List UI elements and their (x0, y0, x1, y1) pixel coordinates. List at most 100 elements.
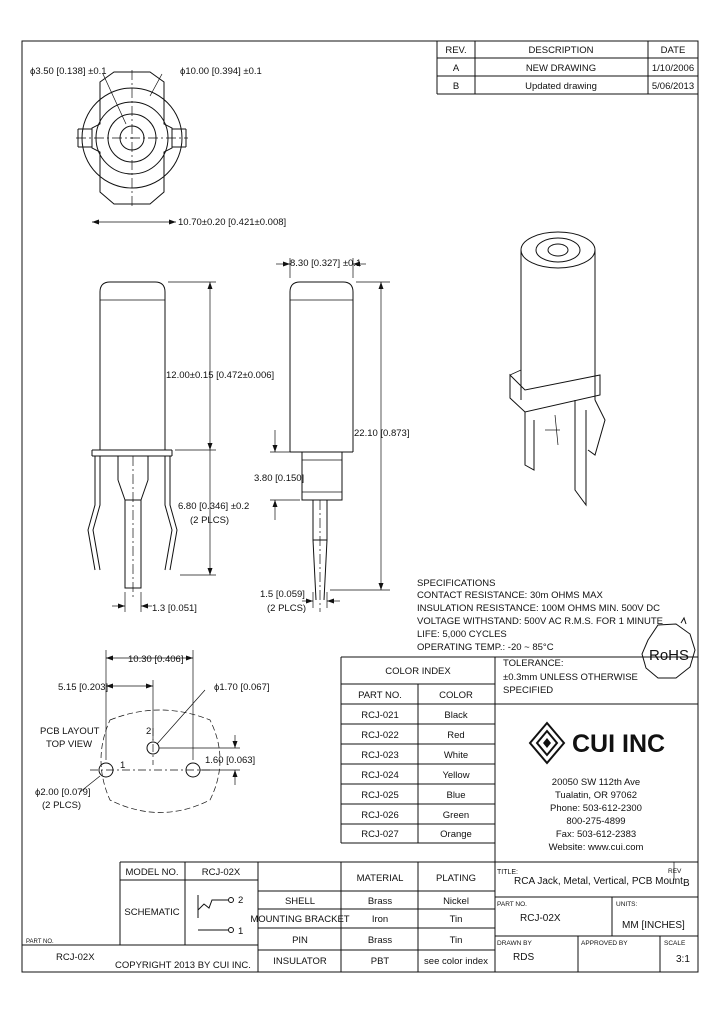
color-row-1-color: Black (444, 710, 467, 721)
part-value: RCJ-02X (520, 913, 561, 924)
company-address-2: Tualatin, OR 97062 (555, 790, 637, 801)
dim-body-height: 12.00±0.15 [0.472±0.006] (166, 370, 274, 381)
isometric-view-drawing (509, 231, 606, 507)
dim-side-pin: 1.5 [0.059] (260, 589, 305, 600)
dim-top-hole: ϕ3.50 [0.138] ±0.1 (30, 66, 107, 77)
rev-row-a-date: 1/10/2006 (652, 63, 694, 74)
color-row-3-part: RCJ-023 (361, 750, 399, 761)
title-value: RCA Jack, Metal, Vertical, PCB Mount (514, 876, 683, 887)
rohs-logo: RoHS (641, 616, 696, 679)
pcb-label-2: TOP VIEW (46, 739, 92, 750)
color-row-4-color: Yellow (442, 770, 469, 781)
drawn-value: RDS (513, 952, 534, 963)
rohs-label: RoHS (649, 647, 689, 664)
rev-row-a-description: NEW DRAWING (526, 63, 596, 74)
tolerance-line-2: SPECIFIED (503, 685, 553, 696)
spec-line-2: INSULATION RESISTANCE: 100M OHMS MIN. 50… (417, 603, 660, 614)
model-label: MODEL NO. (126, 867, 179, 878)
front-view-drawing (87, 281, 216, 612)
materials-row-4-material: PBT (371, 956, 390, 967)
materials-row-1-part: SHELL (285, 896, 315, 907)
materials-table: MATERIAL PLATING SHELL Brass Nickel MOUN… (250, 843, 496, 972)
title-label: TITLE: (497, 869, 518, 876)
color-row-3-color: White (444, 750, 468, 761)
company-fax: Fax: 503-612-2383 (556, 829, 636, 840)
rev-row-a-rev: A (453, 63, 460, 74)
dim-top-width: 10.70±0.20 [0.421±0.008] (178, 217, 286, 228)
tolerance-company-block: TOLERANCE: ±0.3mm UNLESS OTHERWISE SPECI… (495, 656, 698, 853)
materials-row-3-material: Brass (368, 935, 393, 946)
materials-row-1-plating: Nickel (443, 896, 469, 907)
dim-side-width: 8.30 [0.327] ±0.1 (290, 258, 361, 269)
pcb-dim-big-hole: ϕ2.00 [0.079] (35, 787, 91, 798)
pcb-dim-offset: 5.15 [0.203] (58, 682, 108, 693)
materials-row-3-plating: Tin (450, 935, 463, 946)
materials-row-4-part: INSULATOR (273, 956, 327, 967)
color-header-part: PART NO. (358, 690, 402, 701)
materials-header-material: MATERIAL (357, 873, 404, 884)
color-row-7-part: RCJ-027 (361, 829, 399, 840)
spec-title: SPECIFICATIONS (417, 578, 495, 589)
materials-row-1-material: Brass (368, 896, 393, 907)
title-block: TITLE: RCA Jack, Metal, Vertical, PCB Mo… (495, 861, 698, 972)
pcb-dim-width: 10.30 [0.406] (128, 654, 183, 665)
top-view-drawing (76, 70, 188, 225)
schematic-pin-2: 2 (238, 895, 243, 906)
color-index-title: COLOR INDEX (385, 666, 451, 677)
approved-label: APPROVED BY (581, 940, 628, 947)
tolerance-title: TOLERANCE: (503, 658, 564, 669)
dim-top-outer: ϕ10.00 [0.394] ±0.1 (180, 66, 262, 77)
color-row-5-color: Blue (446, 790, 465, 801)
side-view-drawing (270, 258, 390, 612)
dim-side-height: 22.10 [0.873] (354, 428, 409, 439)
color-header-color: COLOR (439, 690, 473, 701)
units-value: MM [INCHES] (622, 920, 685, 931)
specifications-block: SPECIFICATIONS CONTACT RESISTANCE: 30m O… (417, 578, 663, 653)
color-row-2-part: RCJ-022 (361, 730, 399, 741)
rev-row-b-description: Updated drawing (525, 81, 597, 92)
model-value: RCJ-02X (202, 867, 241, 878)
tolerance-line-1: ±0.3mm UNLESS OTHERWISE (503, 672, 638, 683)
materials-header-plating: PLATING (436, 873, 476, 884)
color-row-2-color: Red (447, 730, 464, 741)
pcb-pin-1-label: 1 (120, 760, 125, 771)
pcb-dim-pitch: 1.60 [0.063] (205, 755, 255, 766)
dim-side-neck: 3.80 [0.150] (254, 473, 304, 484)
revision-table: REV. DESCRIPTION DATE A NEW DRAWING 1/10… (436, 41, 698, 95)
color-row-4-part: RCJ-024 (361, 770, 399, 781)
color-index-table: COLOR INDEX PART NO. COLOR RCJ-021 Black… (340, 656, 496, 844)
materials-row-2-part: MOUNTING BRACKET (250, 914, 349, 925)
pcb-pin-2-label: 2 (146, 726, 151, 737)
spec-line-3: VOLTAGE WITHSTAND: 500V AC R.M.S. FOR 1 … (417, 616, 663, 627)
rev-header-rev: REV. (445, 45, 466, 56)
rev-row-b-date: 5/06/2013 (652, 81, 694, 92)
part-no-label-small: PART NO. (26, 939, 54, 945)
pcb-label-1: PCB LAYOUT (40, 726, 100, 737)
cui-logo-icon (528, 721, 566, 765)
rev-header-description: DESCRIPTION (529, 45, 594, 56)
dim-pin-length-note: (2 PLCS) (190, 515, 229, 526)
schematic-label: SCHEMATIC (124, 907, 179, 918)
company-website: Website: www.cui.com (549, 842, 644, 853)
materials-row-2-material: Iron (372, 914, 388, 925)
dim-side-pin-note: (2 PLCS) (267, 603, 306, 614)
color-row-1-part: RCJ-021 (361, 710, 399, 721)
dim-pin-width: 1.3 [0.051] (152, 603, 197, 614)
model-block: MODEL NO. RCJ-02X SCHEMATIC 2 1 PART NO.… (22, 861, 259, 972)
color-row-5-part: RCJ-025 (361, 790, 399, 801)
company-address-1: 20050 SW 112th Ave (552, 777, 640, 788)
color-row-6-color: Green (443, 810, 469, 821)
schematic-pin-1: 1 (238, 926, 243, 937)
part-no-value-small: RCJ-02X (56, 952, 95, 963)
spec-line-4: LIFE: 5,000 CYCLES (417, 629, 507, 640)
company-phone-2: 800-275-4899 (566, 816, 625, 827)
rev-header-date: DATE (661, 45, 686, 56)
color-row-7-color: Orange (440, 829, 472, 840)
scale-value: 3:1 (676, 954, 690, 965)
part-label: PART NO. (497, 901, 527, 908)
pcb-layout-drawing (79, 650, 240, 813)
rev-value: B (683, 878, 690, 889)
drawn-label: DRAWN BY (497, 940, 532, 947)
materials-row-3-part: PIN (292, 935, 308, 946)
